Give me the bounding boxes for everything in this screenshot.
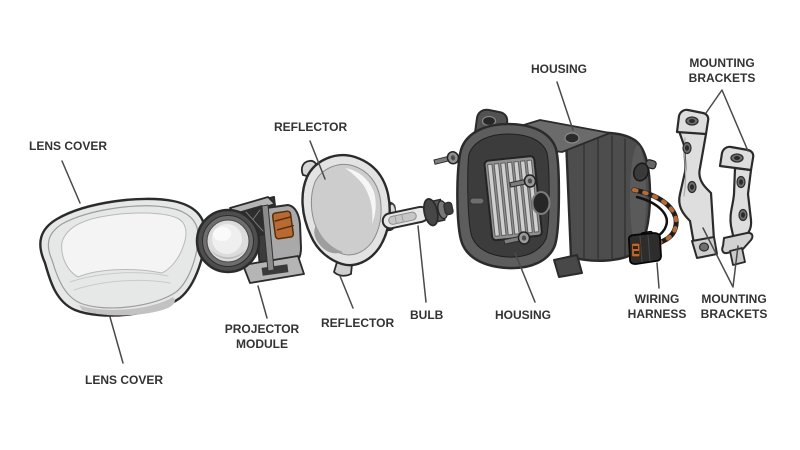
leader-bulb xyxy=(417,225,427,303)
label-reflector-bottom: REFLECTOR xyxy=(321,316,395,330)
leader-lens-cover-top xyxy=(61,160,81,204)
leader-mounting-brackets-bottom xyxy=(702,227,739,288)
wiring-harness-part xyxy=(627,187,679,265)
leader-housing-bottom xyxy=(514,252,536,303)
leader-lens-cover-bottom xyxy=(109,316,124,364)
label-lens-cover-top: LENS COVER xyxy=(29,139,108,153)
reflector-part xyxy=(300,154,397,277)
projector-module-part xyxy=(195,196,305,284)
label-housing-bottom: HOUSING xyxy=(495,308,552,322)
leader-reflector-bottom xyxy=(339,275,354,309)
bulb-part xyxy=(381,198,454,230)
screw xyxy=(503,231,531,245)
lens-cover-part xyxy=(39,197,207,317)
igniter-orange xyxy=(271,210,295,240)
label-wiring-harness: WIRING HARNESS xyxy=(627,292,687,321)
mounting-bracket-1 xyxy=(675,108,718,259)
label-bulb: BULB xyxy=(410,308,444,322)
leader-mounting-brackets-top xyxy=(705,89,749,152)
label-mounting-brackets-top: MOUNTING BRACKETS xyxy=(688,56,756,85)
label-lens-cover-bottom: LENS COVER xyxy=(85,373,164,387)
leader-lines xyxy=(61,81,749,364)
screw xyxy=(433,151,460,165)
label-projector-module: PROJECTOR MODULE xyxy=(224,322,300,351)
harness-socket xyxy=(632,162,650,182)
label-housing-top: HOUSING xyxy=(531,62,588,76)
leader-projector-module xyxy=(257,285,268,319)
mounting-bracket-2 xyxy=(718,145,755,266)
leader-reflector-top xyxy=(309,140,326,180)
screw xyxy=(509,174,537,188)
leader-wiring-harness xyxy=(656,262,660,289)
label-mounting-brackets-bottom: MOUNTING BRACKETS xyxy=(700,292,768,321)
label-reflector-top: REFLECTOR xyxy=(274,120,348,134)
leader-housing-top xyxy=(556,81,574,131)
housing-part xyxy=(433,108,657,278)
